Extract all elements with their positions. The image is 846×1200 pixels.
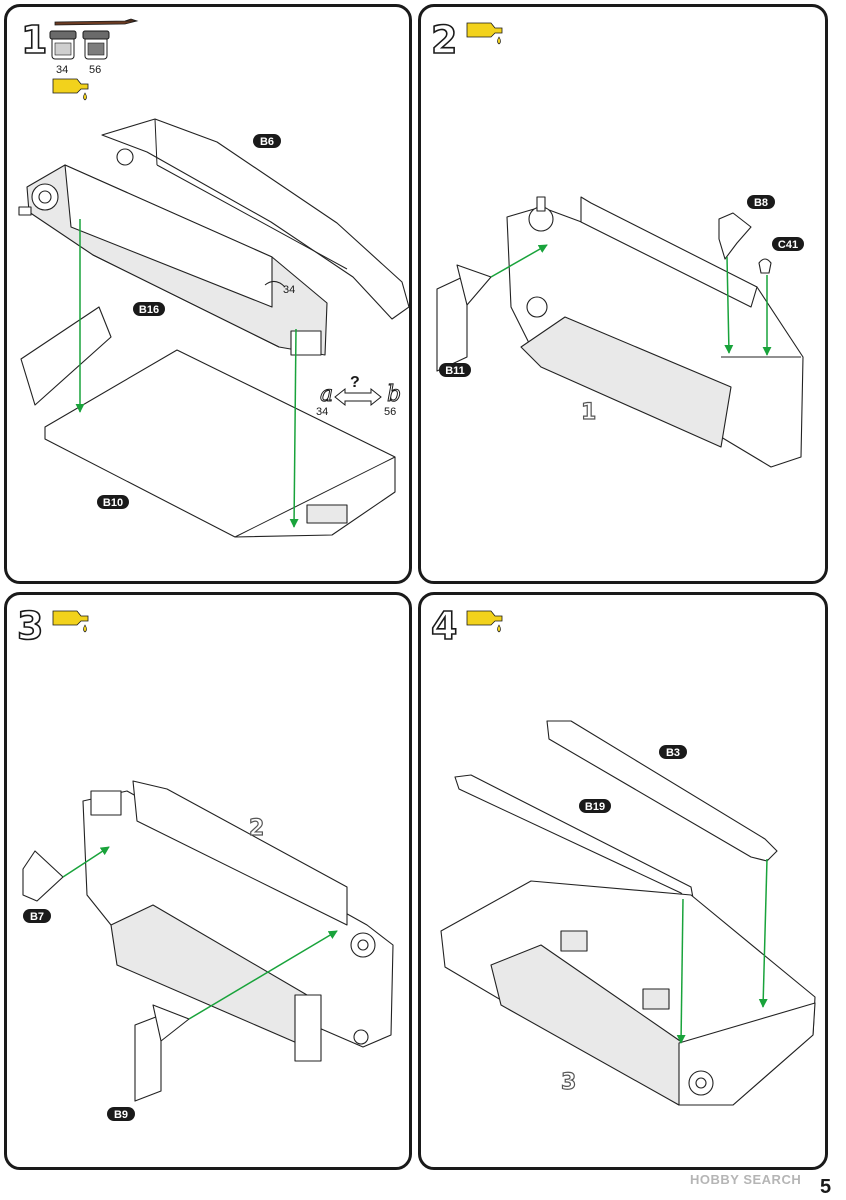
part-label-b10: B10 [103, 497, 123, 509]
assembly-arrow [62, 846, 110, 878]
page-number: 5 [820, 1176, 832, 1198]
paint-code: 56 [89, 64, 101, 76]
part-drawing-c41 [758, 258, 772, 274]
step-4-panel: 4 3 B3 B19 [418, 592, 828, 1170]
step-number: 4 [431, 604, 457, 648]
ref-step-number: 3 [561, 1070, 576, 1095]
paint-callout: 34 [283, 284, 295, 296]
part-label-b6: B6 [260, 136, 274, 148]
paint-jar-icon [82, 30, 110, 60]
part-label-pill [23, 909, 51, 923]
part-drawing-b9 [134, 1004, 190, 1102]
part-label-b3: B3 [666, 747, 680, 759]
assembly-arrow [724, 256, 734, 354]
step-3-drawing: 3 2 B7 B9 [16, 603, 394, 1121]
step-3-panel: 3 2 B7 B9 [4, 592, 412, 1170]
part-label-pill [747, 195, 775, 209]
glue-tube-icon [466, 22, 503, 45]
paint-code: 34 [56, 64, 68, 76]
part-drawing-b3 [546, 720, 778, 862]
part-drawing-assembly-3 [440, 880, 816, 1106]
part-label-b19: B19 [585, 801, 605, 813]
step-2-panel: 2 1 B8 C41 B11 [418, 4, 828, 584]
step-number: 3 [17, 604, 43, 648]
part-label-b11: B11 [445, 365, 465, 377]
assembly-arrow [758, 858, 768, 1008]
step-2-drawing: 2 1 B8 C41 B11 [430, 17, 804, 468]
part-drawing-b6 [101, 118, 409, 320]
part-drawing-b10 [20, 306, 396, 538]
part-label-pill [579, 799, 611, 813]
part-label-b16: B16 [139, 304, 159, 316]
part-label-pill [97, 495, 129, 509]
part-label-pill [439, 363, 471, 377]
option-b: b [387, 382, 401, 407]
part-label-c41: C41 [778, 239, 798, 251]
brush-icon [54, 18, 139, 26]
part-label-b8: B8 [754, 197, 768, 209]
assembly-arrow [676, 898, 686, 1044]
assembly-arrow [289, 328, 299, 528]
part-drawing-b11 [436, 264, 492, 372]
step-number: 1 [21, 18, 47, 62]
part-drawing-assembly-2 [82, 780, 394, 1062]
step-1-drawing: 1 34 56 [18, 17, 409, 538]
step-1-panel: 1 34 56 [4, 4, 412, 584]
part-label-b9: B9 [114, 1109, 128, 1121]
paint-jar-icon [49, 30, 77, 60]
part-label-b7: B7 [30, 911, 44, 923]
glue-tube-icon [466, 610, 503, 633]
paint-callout: 34 [316, 406, 328, 418]
part-label-pill [133, 302, 165, 316]
part-label-pill [772, 237, 804, 251]
glue-tube-icon [52, 78, 89, 101]
paint-callout: 56 [384, 406, 396, 418]
part-drawing-b16 [18, 164, 328, 356]
ref-step-number: 2 [249, 816, 264, 841]
part-drawing-b7 [22, 850, 64, 902]
part-drawing-assembly-1 [506, 196, 804, 468]
assembly-arrow [490, 244, 548, 278]
option-a: a [320, 382, 333, 407]
assembly-arrow [188, 930, 338, 1020]
double-arrow-icon [334, 387, 382, 407]
glue-tube-icon [52, 610, 89, 633]
watermark: HOBBY SEARCH [690, 1172, 802, 1187]
question-mark: ? [350, 374, 360, 391]
ref-step-number: 1 [581, 400, 596, 425]
step-number: 2 [431, 18, 457, 62]
part-label-pill [253, 134, 281, 148]
step-4-drawing: 4 3 B3 B19 [430, 603, 816, 1106]
part-label-pill [659, 745, 687, 759]
part-drawing-b8 [718, 212, 752, 260]
part-label-pill [107, 1107, 135, 1121]
